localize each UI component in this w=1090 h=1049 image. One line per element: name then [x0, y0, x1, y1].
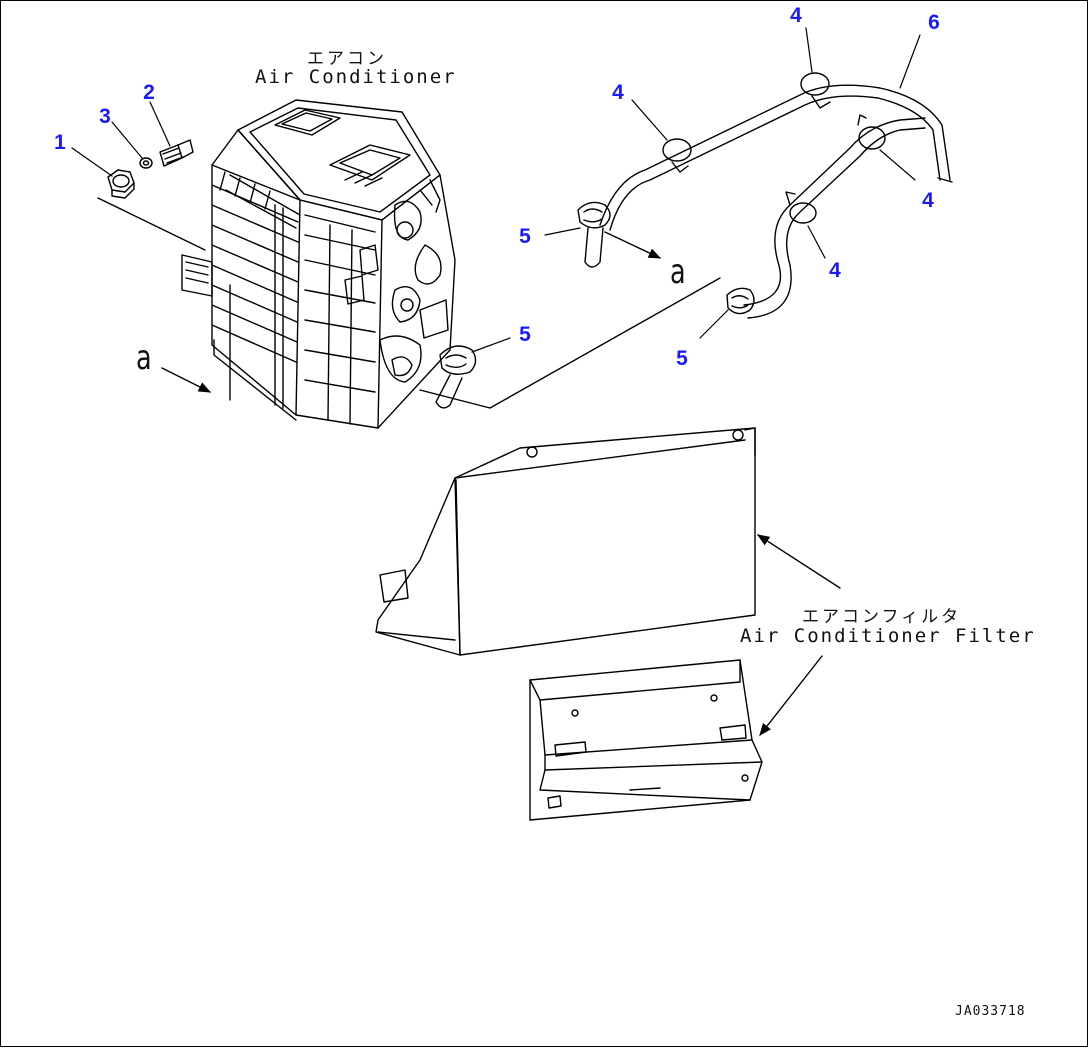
callout-5-c: 5 [519, 323, 531, 346]
callout-6: 6 [928, 11, 940, 34]
air-conditioner-label-jp: エアコン [307, 49, 387, 69]
view-a-label-left: a [136, 338, 152, 378]
callout-4-c: 4 [922, 189, 934, 212]
callout-4-a: 4 [612, 81, 624, 104]
view-a-label-right: a [670, 252, 686, 292]
filter-label-jp: エアコンフィルタ [802, 607, 962, 627]
callout-1: 1 [54, 131, 66, 154]
filter-label-en: Air Conditioner Filter [740, 625, 1036, 647]
callout-4-b: 4 [790, 4, 802, 27]
drawing-code: JA033718 [955, 1004, 1026, 1019]
filter-cover-panel [375, 427, 756, 656]
callout-5-b: 5 [676, 347, 688, 370]
air-conditioner-filter-element [529, 659, 763, 821]
direction-arrows [161, 231, 841, 736]
fastener-parts [107, 139, 194, 199]
callout-4-d: 4 [829, 259, 841, 282]
callout-leaders [71, 27, 921, 353]
callout-3: 3 [99, 105, 111, 128]
air-conditioner-label-en: Air Conditioner [255, 66, 457, 88]
callout-5-a: 5 [519, 225, 531, 248]
air-conditioner-unit [181, 99, 456, 429]
drain-hose-assembly [419, 72, 953, 409]
leader-parts-to-unit [97, 197, 206, 251]
callout-2: 2 [143, 81, 155, 104]
